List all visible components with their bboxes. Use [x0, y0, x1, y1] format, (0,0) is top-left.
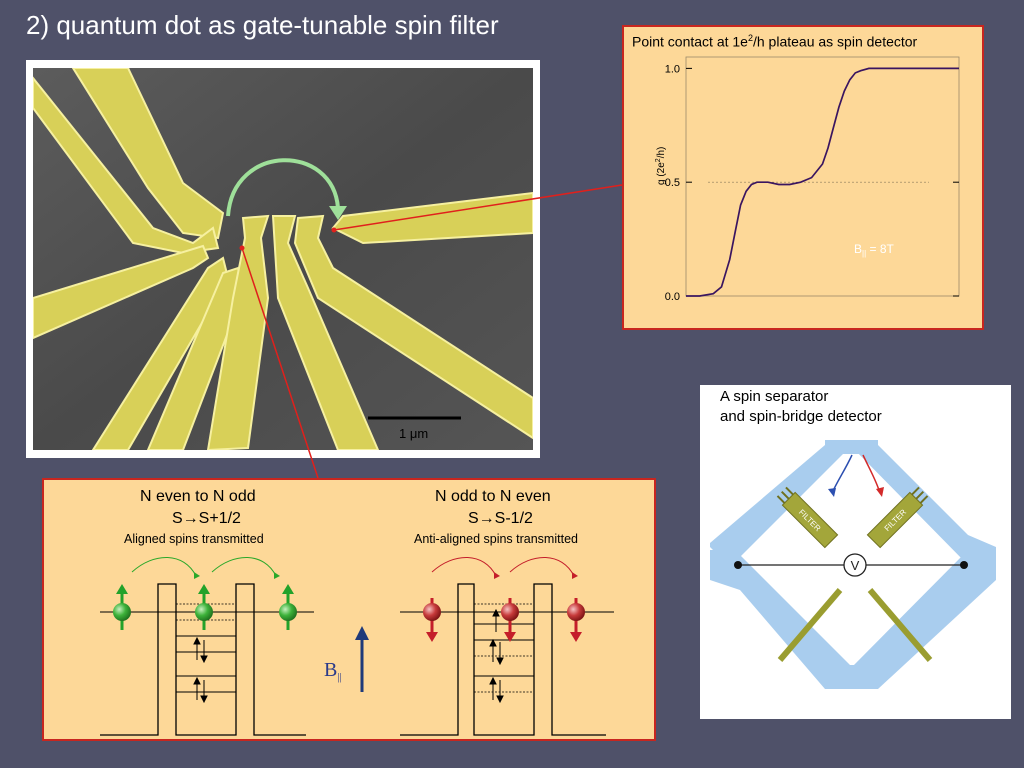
gate-electrode	[33, 244, 210, 340]
left-formula: S→S+1/2	[172, 510, 241, 527]
right-hop-arrow	[509, 557, 575, 577]
split-gate-left	[777, 588, 843, 662]
energy-diagrams: B||	[100, 557, 614, 736]
gate-electrode	[33, 76, 220, 255]
filter-gate-left: FILTER	[776, 486, 839, 549]
y-axis-label: g (2e2/h)	[655, 147, 667, 185]
quantum-dot-transitions-panel: N even to N odd S→S+1/2 Aligned spins tr…	[42, 478, 656, 741]
spin-up-electron	[113, 584, 131, 630]
y-tick-label: 0.0	[665, 291, 680, 303]
gate-electrode	[146, 266, 245, 450]
plot-area	[685, 56, 960, 297]
left-hop-arrow	[211, 557, 277, 577]
gate-electrode	[71, 68, 225, 240]
right-note: Anti-aligned spins transmitted	[414, 532, 578, 546]
spin-bridge-diagram: FILTER FILTER V	[710, 440, 996, 689]
voltmeter-icon	[843, 553, 867, 577]
field-label: B|| = 8T	[854, 242, 895, 258]
left-energy-diagram	[100, 557, 314, 736]
scale-bar-label: 1 μm	[399, 426, 428, 441]
spin-down-electron	[501, 598, 519, 642]
spin-down-electron	[423, 598, 441, 642]
point-contact-title-sup: 2	[747, 33, 753, 43]
right-hop-arrow	[431, 557, 497, 577]
svg-text:B||: B||	[324, 659, 342, 683]
separator-caption: A spin separator and spin-bridge detecto…	[720, 387, 882, 427]
slide-title: 2) quantum dot as gate-tunable spin filt…	[26, 10, 499, 40]
magnetic-field-indicator: B||	[324, 626, 369, 692]
spin-up-electron	[279, 584, 297, 630]
left-heading: N even to N odd	[140, 488, 256, 505]
filter-gate-right: FILTER	[866, 486, 929, 549]
y-tick-label: 0.5	[665, 177, 680, 189]
svg-text:V: V	[851, 558, 860, 573]
point-contact-title-pre: Point contact at 1e	[632, 33, 748, 50]
sem-micrograph: 1 μm	[33, 68, 533, 450]
right-formula: S→S-1/2	[468, 510, 533, 527]
conductance-curve	[686, 67, 959, 297]
y-tick-label: 1.0	[665, 63, 680, 75]
left-barrier-profile	[100, 583, 306, 736]
conductance-chart: 0.0 0.5 1.0 g (2e2/h) B|| = 8T	[655, 56, 960, 303]
left-note: Aligned spins transmitted	[124, 532, 264, 546]
transfer-arc-arrow	[226, 158, 340, 217]
point-contact-title-post: /h plateau as spin detector	[752, 33, 918, 50]
spin-up-electron	[195, 584, 213, 630]
spin-separator-panel: A spin separator and spin-bridge detecto…	[700, 385, 1011, 719]
gate-electrode	[91, 256, 230, 450]
bridge-arms	[710, 440, 996, 689]
point-contact-panel: Point contact at 1e2/h plateau as spin d…	[622, 25, 984, 330]
separator-caption-line1: A spin separator	[720, 388, 829, 405]
right-barrier-profile	[400, 583, 606, 736]
right-energy-diagram	[400, 557, 614, 736]
contact-dot-left	[734, 561, 742, 569]
right-heading: N odd to N even	[435, 488, 551, 505]
contact-dot-right	[960, 561, 968, 569]
left-hop-arrow	[131, 557, 197, 577]
point-contact-title: Point contact at 1e2/h plateau as spin d…	[632, 33, 917, 50]
separator-caption-line2: and spin-bridge detector	[720, 408, 882, 425]
spin-down-electron	[567, 598, 585, 642]
split-gate-right	[867, 588, 933, 662]
